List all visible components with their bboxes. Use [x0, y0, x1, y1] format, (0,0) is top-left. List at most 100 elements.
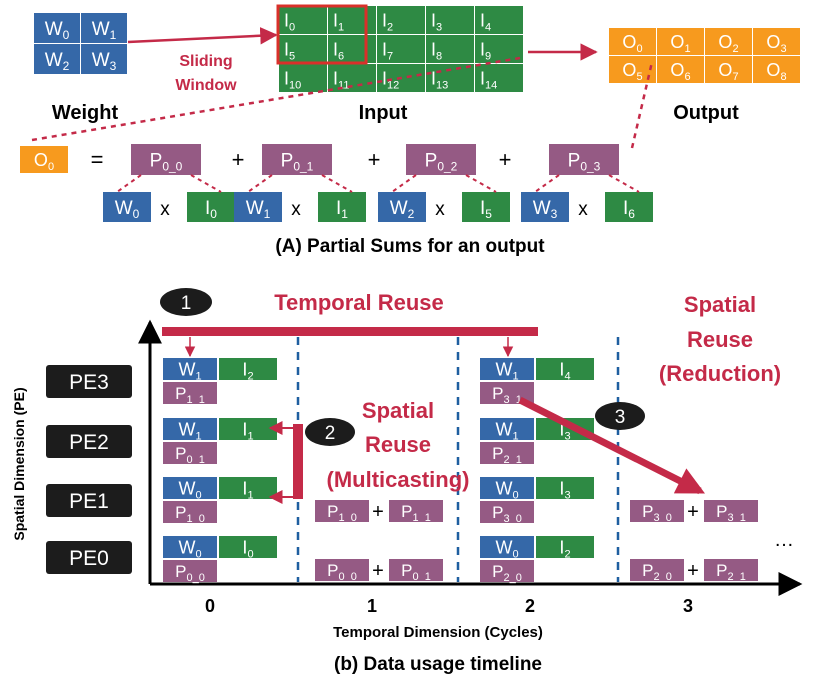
- spatial-multicast-line3: (Multicasting): [327, 467, 470, 492]
- svg-text:O0: O0: [34, 150, 54, 173]
- svg-text:O2: O2: [718, 32, 738, 55]
- equation-input-cell: I6: [605, 192, 653, 222]
- svg-text:2: 2: [325, 423, 336, 444]
- sum-plus: +: [687, 560, 699, 582]
- pe-input-cell: I2: [219, 358, 277, 382]
- input-cell: I11: [328, 64, 376, 92]
- output-cell: O7: [705, 56, 752, 83]
- input-cell: I4: [475, 6, 523, 34]
- pe-partial-cell: P2_1: [480, 442, 534, 466]
- equation-connector: [247, 174, 273, 193]
- pe-partial-cell: P2_0: [480, 560, 534, 584]
- weight-cell: W2: [34, 44, 80, 74]
- svg-text:P0_3: P0_3: [568, 150, 601, 173]
- svg-text:P3_0: P3_0: [642, 502, 672, 524]
- input-cell: I7: [377, 35, 425, 63]
- equation-connector: [190, 174, 222, 193]
- svg-text:P2_0: P2_0: [492, 562, 522, 584]
- equation-times: x: [291, 199, 301, 220]
- svg-text:P1_0: P1_0: [327, 502, 357, 524]
- temporal-reuse-label: Temporal Reuse: [274, 290, 444, 315]
- svg-text:I0: I0: [284, 10, 295, 33]
- equation-weight-cell: W3: [521, 192, 569, 222]
- svg-text:I1: I1: [333, 10, 344, 33]
- equation-connector: [534, 174, 560, 193]
- zoom-line-left: [31, 56, 521, 142]
- sum-plus: +: [372, 560, 384, 582]
- svg-text:P2_0: P2_0: [642, 561, 672, 583]
- sum-plus: +: [687, 501, 699, 523]
- equation-partial-cell: P0_2: [406, 144, 476, 175]
- equation-output-cell: O0: [20, 146, 68, 173]
- sum-partial-cell: P0_1: [389, 559, 443, 583]
- svg-text:I3: I3: [559, 478, 570, 501]
- input-cell: I3: [426, 6, 474, 34]
- equation-weight-cell: W0: [103, 192, 151, 222]
- sum-partial-cell: P2_0: [630, 559, 684, 583]
- reduction-arrow: [518, 396, 705, 495]
- cycle-tick-1: 1: [367, 596, 377, 616]
- more-cycles-ellipsis: …: [774, 529, 794, 551]
- equals-sign: =: [91, 147, 104, 172]
- sum-partial-cell: P3_1: [704, 500, 758, 524]
- svg-text:P3_1: P3_1: [716, 502, 746, 524]
- svg-text:I8: I8: [431, 39, 442, 62]
- equation-plus: +: [232, 147, 245, 172]
- weight-cell: W1: [81, 13, 127, 43]
- x-axis-label: Temporal Dimension (Cycles): [333, 624, 543, 641]
- svg-text:W0: W0: [45, 19, 70, 42]
- equation-times: x: [160, 199, 170, 220]
- pe-input-cell: I3: [536, 418, 594, 442]
- svg-text:W1: W1: [92, 19, 117, 42]
- svg-text:I5: I5: [284, 39, 295, 62]
- svg-text:W1: W1: [246, 198, 271, 221]
- sum-partial-cell: P1_1: [389, 500, 443, 524]
- pe-label-pe2: PE2: [46, 425, 132, 458]
- equation-times: x: [578, 199, 588, 220]
- svg-text:I0: I0: [242, 537, 253, 560]
- weight-cell: W0: [34, 13, 80, 43]
- badge-3: 3: [595, 402, 645, 430]
- svg-text:I4: I4: [480, 10, 491, 33]
- equation-connector: [465, 174, 497, 193]
- badge-2: 2: [305, 418, 355, 446]
- svg-text:W1: W1: [495, 359, 518, 382]
- badge-1: 1: [160, 288, 212, 316]
- pe-partial-cell: P0_1: [163, 442, 217, 466]
- pe-label-pe3: PE3: [46, 365, 132, 398]
- svg-text:PE2: PE2: [69, 431, 109, 454]
- svg-text:O1: O1: [670, 32, 690, 55]
- pe-partial-cell: P3_1: [480, 382, 534, 406]
- sum-partial-cell: P2_1: [704, 559, 758, 583]
- svg-text:I1: I1: [242, 419, 253, 442]
- equation-partial-cell: P0_1: [262, 144, 332, 175]
- input-cell: I6: [328, 35, 376, 63]
- svg-text:W2: W2: [45, 50, 70, 73]
- pe-input-cell: I1: [219, 477, 277, 501]
- output-label: Output: [673, 102, 739, 124]
- svg-text:W2: W2: [390, 198, 415, 221]
- output-cell: O1: [657, 28, 704, 55]
- pe-input-cell: I3: [536, 477, 594, 501]
- svg-text:PE3: PE3: [69, 371, 109, 394]
- pe-partial-cell: P3_0: [480, 501, 534, 525]
- pe-weight-cell: W1: [480, 418, 534, 442]
- svg-text:I5: I5: [480, 198, 492, 221]
- pe-partial-cell: P1_1: [163, 382, 217, 406]
- pe-input-cell: I1: [219, 418, 277, 442]
- sum-partial-cell: P1_0: [315, 500, 369, 524]
- svg-text:P0_2: P0_2: [425, 150, 458, 173]
- svg-text:I4: I4: [559, 359, 570, 382]
- weight-cell: W3: [81, 44, 127, 74]
- equation-input-cell: I1: [318, 192, 366, 222]
- svg-text:W3: W3: [92, 50, 117, 73]
- svg-text:P1_1: P1_1: [175, 384, 205, 406]
- svg-text:W1: W1: [178, 359, 201, 382]
- equation-weight-cell: W1: [234, 192, 282, 222]
- pe-input-cell: I2: [536, 536, 594, 560]
- svg-text:I0: I0: [205, 198, 217, 221]
- cycle-tick-0: 0: [205, 596, 215, 616]
- sum-partial-cell: P0_0: [315, 559, 369, 583]
- svg-text:I6: I6: [623, 198, 635, 221]
